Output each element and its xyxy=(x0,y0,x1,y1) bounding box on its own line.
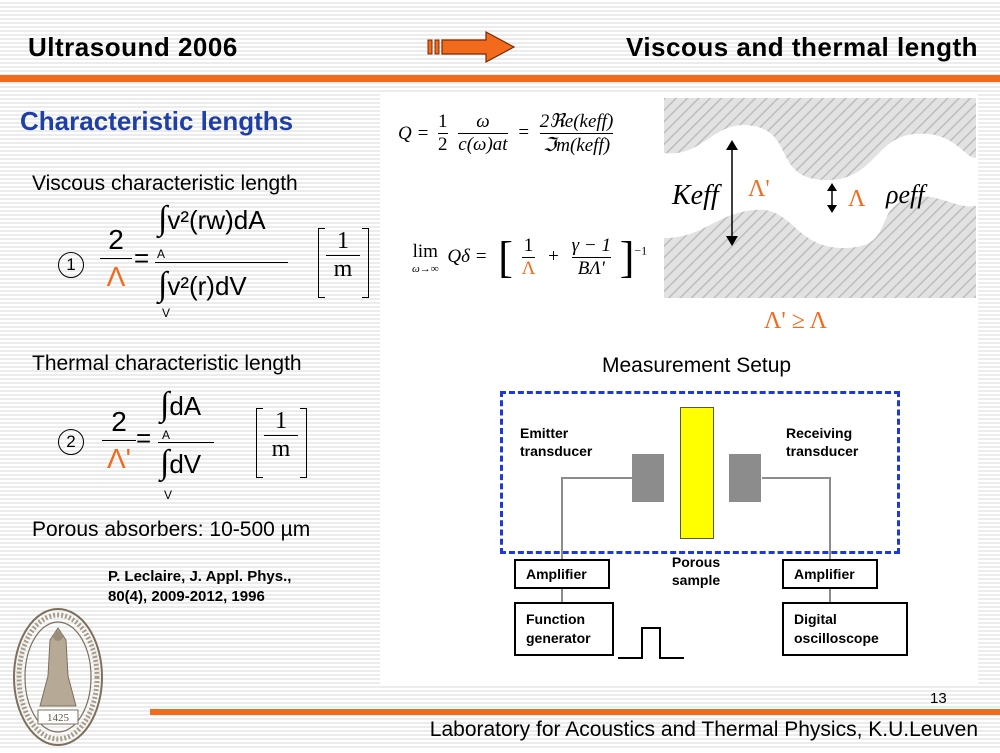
function-generator: Function generator xyxy=(514,602,614,656)
lim-lambda: Λ xyxy=(521,258,536,279)
half-den: 2 xyxy=(438,134,448,155)
section-title: Characteristic lengths xyxy=(20,106,294,136)
setup-dashed-box xyxy=(500,391,900,554)
amplifier-left-label: Amplifier xyxy=(526,566,587,582)
gamma-minus-one: γ − 1 xyxy=(571,235,611,256)
university-seal-logo: 1425 xyxy=(10,606,106,748)
unit-bracket-left xyxy=(318,228,325,298)
exponent: −1 xyxy=(634,243,648,258)
k-eff-label: Keff xyxy=(672,180,719,211)
viscous-label: Viscous characteristic length xyxy=(32,172,298,195)
unit-bracket-right-2 xyxy=(300,408,307,478)
setup-title: Measurement Setup xyxy=(602,354,792,377)
unit-fraction-2: 1 m xyxy=(264,408,298,463)
footer-lab-name: Laboratory for Acoustics and Thermal Phy… xyxy=(429,718,978,741)
reference-line-2: 80(4), 2009-2012, 1996 xyxy=(108,588,265,605)
thermal-label: Thermal characteristic length xyxy=(32,352,302,375)
integral-da: ∫dA xyxy=(160,386,202,423)
receiver-transducer xyxy=(729,454,761,502)
porous-label: Porous absorbers: 10-500 µm xyxy=(32,518,311,541)
unit-fraction-1: 1 m xyxy=(326,228,360,283)
equation-number-2: 2 xyxy=(58,429,84,455)
viscous-fraction-left: 2 Λ xyxy=(100,224,132,293)
amplifier-right-label: Amplifier xyxy=(794,566,855,582)
viscous-fraction-bar xyxy=(155,262,288,263)
thermal-fraction-bar xyxy=(158,442,214,443)
da-text: dA xyxy=(169,391,202,421)
equals-sign: = xyxy=(134,243,150,273)
q-lhs: Q = xyxy=(398,122,430,144)
plus-sign: + xyxy=(548,245,559,267)
amplifier-right: Amplifier xyxy=(782,559,878,589)
seal-year: 1425 xyxy=(47,712,70,724)
v2-rw-da: v²(rw)dA xyxy=(167,205,266,235)
header-divider xyxy=(0,75,1000,82)
lambda-prime-symbol: Λ' xyxy=(106,443,132,474)
half-num: 1 xyxy=(438,111,448,132)
lambda-prime-label: Λ' xyxy=(748,176,770,202)
lambda-arrow xyxy=(826,183,838,213)
unit-bracket-left-2 xyxy=(256,408,263,478)
footer-divider xyxy=(150,709,1000,715)
im-keff: ℑm(keff) xyxy=(543,135,611,156)
unit-numerator: 1 xyxy=(337,228,349,254)
header-right-title: Viscous and thermal length xyxy=(625,32,978,62)
lim-text: lim xyxy=(412,240,438,262)
keff-arrow xyxy=(722,140,742,246)
page-number: 13 xyxy=(930,690,947,707)
integral-sub-v: V xyxy=(162,306,171,320)
header-left-title: Ultrasound 2006 xyxy=(28,32,238,62)
amplifier-left: Amplifier xyxy=(514,559,610,589)
emitter-label: Emitter transducer xyxy=(520,425,593,459)
unit-denominator-2: m xyxy=(271,436,291,462)
oscilloscope-label: Digital oscilloscope xyxy=(794,611,879,646)
integral-sub-v-2: V xyxy=(164,488,173,502)
unit-denominator: m xyxy=(333,256,353,282)
equals-sign-2: = xyxy=(136,423,152,453)
unit-numerator-2: 1 xyxy=(275,408,287,434)
two-numerator: 2 xyxy=(108,224,124,255)
integral-numerator: ∫v²(rw)dA xyxy=(158,200,266,237)
two-numerator-2: 2 xyxy=(111,406,127,437)
integral-denominator: ∫v²(r)dV xyxy=(158,266,247,303)
lim-one: 1 xyxy=(523,235,534,256)
lim-sub: ω→∞ xyxy=(412,262,439,275)
digital-oscilloscope: Digital oscilloscope xyxy=(782,602,908,656)
q-delta: Qδ = xyxy=(447,245,488,267)
pulse-signal-icon xyxy=(618,624,684,662)
dv-text: dV xyxy=(169,449,202,479)
arrow-right-icon xyxy=(426,30,518,64)
thermal-fraction-left: 2 Λ' xyxy=(102,406,136,475)
emitter-transducer xyxy=(632,454,664,502)
re-keff: 2ℜe(keff) xyxy=(539,111,614,132)
pore-diagram xyxy=(664,98,976,298)
equation-number-1: 1 xyxy=(58,252,84,278)
unit-bracket-right xyxy=(362,228,369,298)
porous-sample-label: Porous sample xyxy=(671,554,721,588)
lambda-inequality: Λ' ≥ Λ xyxy=(764,308,827,334)
c-omega-at: c(ω)at xyxy=(458,134,508,155)
omega-num: ω xyxy=(476,111,490,132)
integral-sub-a-2: A xyxy=(162,428,171,442)
reference-line-1: P. Leclaire, J. Appl. Phys., xyxy=(108,568,292,585)
integral-dv: ∫dV xyxy=(160,444,202,481)
setup-wires xyxy=(500,470,920,670)
function-generator-label: Function generator xyxy=(526,611,591,646)
lambda-symbol: Λ xyxy=(106,261,126,292)
b-lambda-prime: BΛ' xyxy=(577,258,605,279)
receiver-label: Receiving transducer xyxy=(786,425,859,459)
porous-sample-block xyxy=(680,407,714,539)
integral-sub-a: A xyxy=(157,247,166,261)
lambda-label: Λ xyxy=(848,186,866,212)
v2-r-dv: v²(r)dV xyxy=(167,271,247,301)
rho-eff-label: ρeff xyxy=(886,180,925,209)
q-equals: = xyxy=(518,121,530,143)
